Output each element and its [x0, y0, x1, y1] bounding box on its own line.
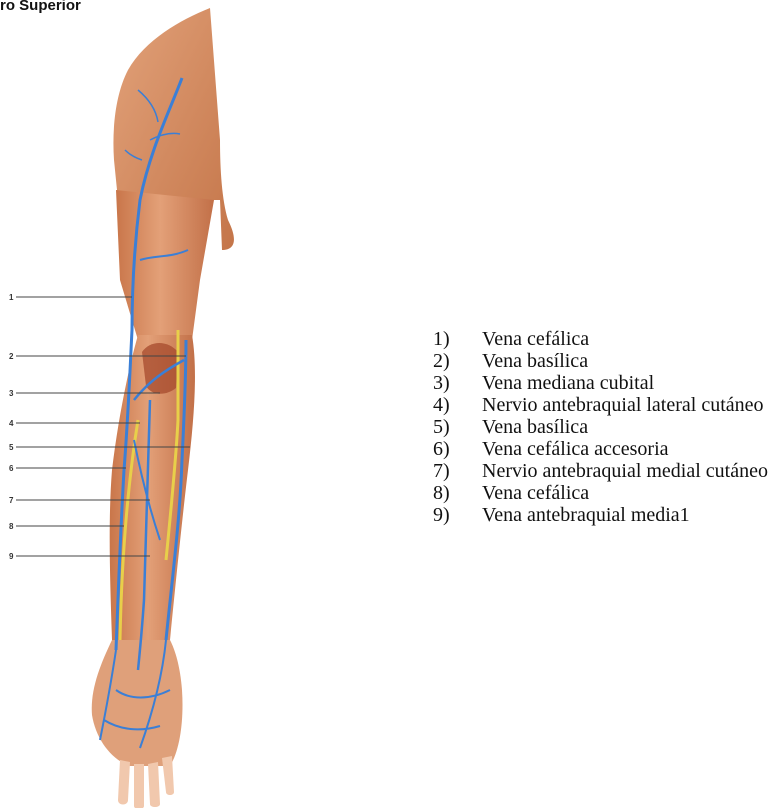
legend-text: Vena basílica	[482, 416, 768, 438]
legend-text: Vena mediana cubital	[482, 372, 768, 394]
legend-item: 6) Vena cefálica accesoria	[433, 438, 768, 460]
legend-text: Vena cefálica	[482, 482, 768, 504]
finger-4	[162, 756, 174, 795]
callout-4: 4	[9, 419, 14, 428]
finger-2	[134, 764, 144, 808]
finger-1	[118, 760, 130, 805]
legend-list: 1) Vena cefálica 2) Vena basílica 3) Ven…	[433, 328, 768, 526]
legend-number: 8)	[433, 482, 482, 504]
callout-2: 2	[9, 352, 14, 361]
callout-9: 9	[9, 552, 14, 561]
legend-text: Vena cefálica accesoria	[482, 438, 768, 460]
legend-item: 5) Vena basílica	[433, 416, 768, 438]
callout-7: 7	[9, 496, 14, 505]
legend-number: 3)	[433, 372, 482, 394]
hand-shape	[92, 640, 183, 766]
legend-item: 8) Vena cefálica	[433, 482, 768, 504]
legend-number: 7)	[433, 460, 482, 482]
callout-5: 5	[9, 443, 14, 452]
legend-text: Nervio antebraquial medial cutáneo	[482, 460, 768, 482]
legend-item: 7) Nervio antebraquial medial cutáneo	[433, 460, 768, 482]
legend-item: 1) Vena cefálica	[433, 328, 768, 350]
legend-text: Vena cefálica	[482, 328, 768, 350]
callout-8: 8	[9, 522, 14, 531]
callout-3: 3	[9, 389, 14, 398]
legend-item: 9) Vena antebraquial media1	[433, 504, 768, 526]
legend-item: 2) Vena basílica	[433, 350, 768, 372]
legend-text: Nervio antebraquial lateral cutáneo	[482, 394, 768, 416]
legend-number: 5)	[433, 416, 482, 438]
legend-number: 1)	[433, 328, 482, 350]
callout-1: 1	[9, 293, 14, 302]
legend-number: 2)	[433, 350, 482, 372]
arm-illustration: 1 2 3 4 5 6 7 8 9	[0, 0, 300, 808]
legend-text: Vena antebraquial media1	[482, 504, 768, 526]
legend-item: 3) Vena mediana cubital	[433, 372, 768, 394]
finger-3	[148, 762, 160, 807]
legend-number: 9)	[433, 504, 482, 526]
legend-number: 6)	[433, 438, 482, 460]
legend-number: 4)	[433, 394, 482, 416]
callout-6: 6	[9, 464, 14, 473]
legend-item: 4) Nervio antebraquial lateral cutáneo	[433, 394, 768, 416]
legend-text: Vena basílica	[482, 350, 768, 372]
